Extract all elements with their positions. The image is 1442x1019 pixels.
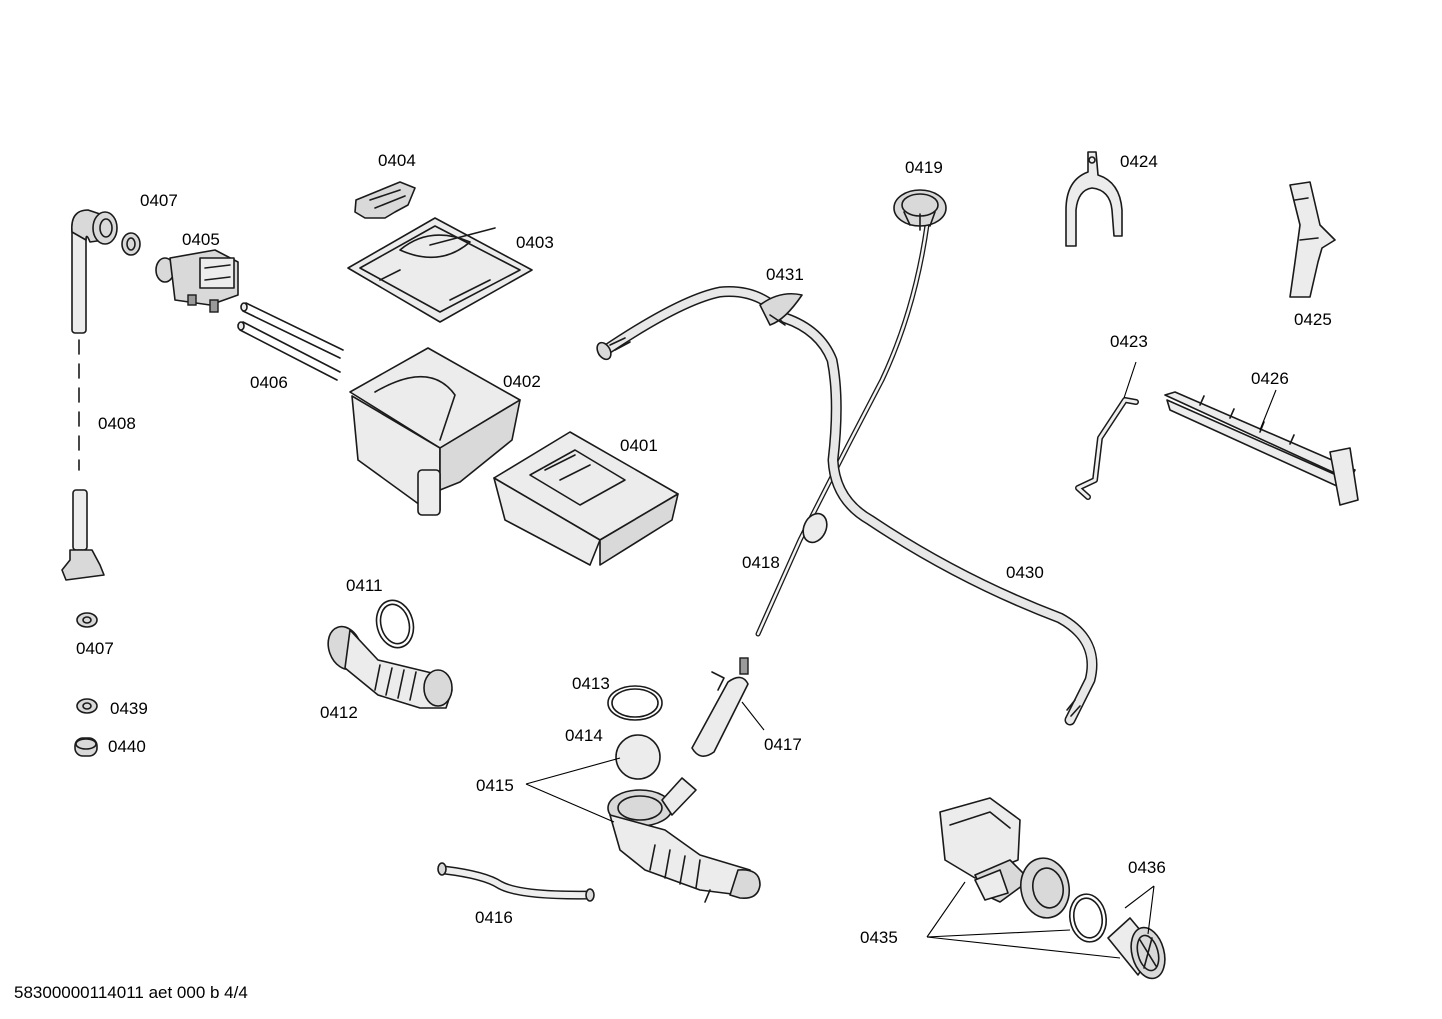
cover-0403 xyxy=(347,217,533,323)
label-0419: 0419 xyxy=(905,158,943,177)
label-0423: 0423 xyxy=(1110,332,1148,351)
label-0407-top: 0407 xyxy=(140,191,178,210)
label-0406: 0406 xyxy=(250,373,288,392)
label-0436: 0436 xyxy=(1128,858,1166,877)
label-0404: 0404 xyxy=(378,151,416,170)
label-0408: 0408 xyxy=(98,414,136,433)
label-0403: 0403 xyxy=(516,233,554,252)
ring-0407-top xyxy=(121,232,141,256)
label-0439: 0439 xyxy=(110,699,148,718)
bellows-hose-0412 xyxy=(327,625,453,709)
hose-0416 xyxy=(437,862,595,902)
label-0412: 0412 xyxy=(320,703,358,722)
rod-0423 xyxy=(1075,397,1139,500)
ring-0411 xyxy=(375,599,415,649)
bracket-0424 xyxy=(1065,151,1123,247)
drawer-0401 xyxy=(493,431,679,566)
pressure-tube-0418 xyxy=(755,222,930,637)
drawing-code: 58300000114011 aet 000 b 4/4 xyxy=(14,983,248,1002)
label-0426: 0426 xyxy=(1251,369,1289,388)
label-0416: 0416 xyxy=(475,908,513,927)
rail-0426 xyxy=(1164,391,1359,506)
label-0431: 0431 xyxy=(766,265,804,284)
label-0415: 0415 xyxy=(476,776,514,795)
label-0417: 0417 xyxy=(764,735,802,754)
leader-lines xyxy=(525,361,1277,959)
valve-0405 xyxy=(155,249,239,313)
label-0413: 0413 xyxy=(572,674,610,693)
dispenser-housing-0402 xyxy=(349,347,521,516)
clip-0404 xyxy=(354,181,416,219)
label-0418: 0418 xyxy=(742,553,780,572)
part-0425 xyxy=(1289,181,1336,298)
tubes-0406 xyxy=(237,302,344,381)
filter-0436 xyxy=(1107,917,1166,980)
ring-0439 xyxy=(76,698,98,714)
pump-0435 xyxy=(939,797,1071,919)
ring-0413 xyxy=(607,685,663,721)
label-0405: 0405 xyxy=(182,230,220,249)
seal-0436 xyxy=(1068,893,1108,943)
label-0402: 0402 xyxy=(503,372,541,391)
sump-0415 xyxy=(607,777,761,903)
ball-0414 xyxy=(615,734,661,780)
label-0440: 0440 xyxy=(108,737,146,756)
label-0435: 0435 xyxy=(860,928,898,947)
air-trap-0417 xyxy=(691,657,749,757)
label-0401: 0401 xyxy=(620,436,658,455)
part-labels: 0404 0407 0405 0403 0406 0402 0408 0401 … xyxy=(76,151,1332,947)
label-0430: 0430 xyxy=(1006,563,1044,582)
label-0407-bottom: 0407 xyxy=(76,639,114,658)
label-0411: 0411 xyxy=(346,576,383,595)
clamp-0431 xyxy=(759,292,803,326)
label-0414: 0414 xyxy=(565,726,603,745)
inlet-hose-0408 xyxy=(61,209,118,581)
pressure-switch-0419 xyxy=(893,189,947,231)
hose-0430 xyxy=(596,286,1098,726)
ring-0407-bottom xyxy=(76,612,98,628)
label-0425: 0425 xyxy=(1294,310,1332,329)
label-0424: 0424 xyxy=(1120,152,1158,171)
ring-0440 xyxy=(74,737,98,757)
